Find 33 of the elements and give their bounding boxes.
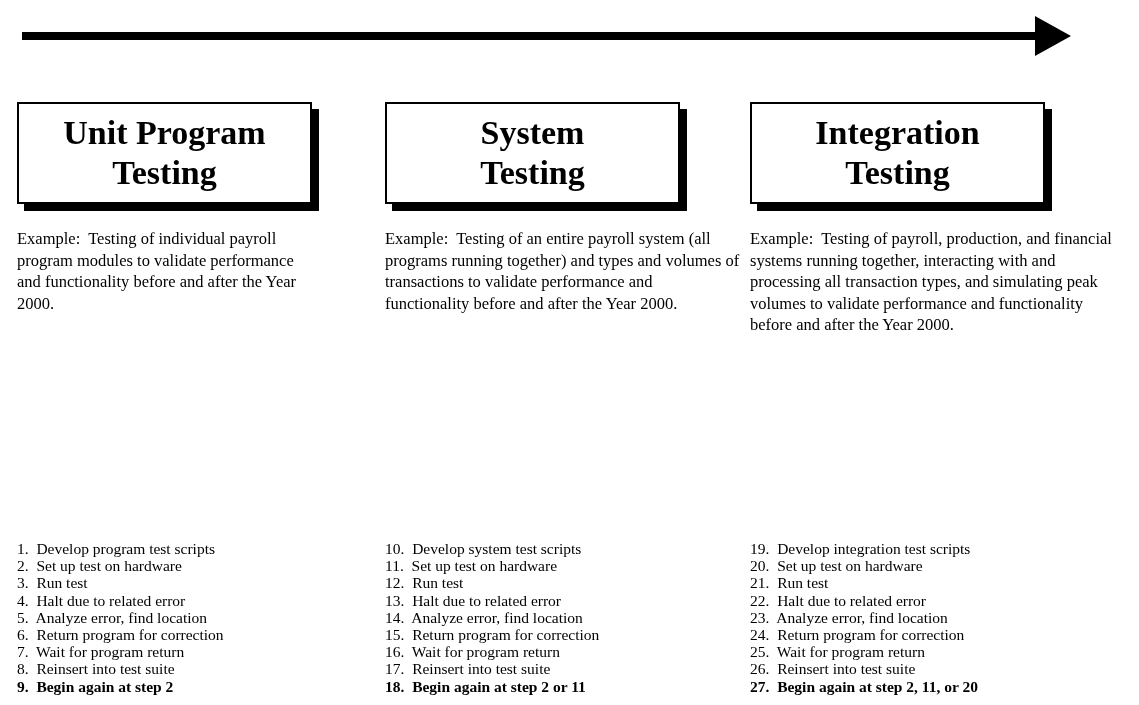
step-text: 7. Wait for program return: [17, 643, 185, 661]
step-text: 15. Return program for correction: [385, 626, 600, 643]
step-text: 16. Wait for program return: [385, 643, 560, 661]
step-text: 14. Analyze error, find location: [385, 608, 583, 626]
step-text: 4. Halt due to related error: [17, 591, 186, 609]
step-text: 6. Return program for correction: [17, 626, 224, 643]
step-text: 9. Begin again at step 2: [17, 677, 174, 695]
step-text: 18. Begin again at step 2 or 11: [385, 677, 586, 695]
step-text: 10. Develop system test scripts: [385, 540, 582, 557]
step-text: 1. Develop program test scripts: [17, 540, 215, 557]
step-text: 25. Wait for program return: [750, 643, 925, 661]
step-text: 12. Run test: [385, 574, 464, 592]
step-text: 19. Develop integration test scripts: [750, 540, 971, 557]
step-text: 5. Analyze error, find location: [17, 608, 208, 626]
step-text: 26. Reinsert into test suite: [750, 660, 916, 678]
example-description: Example: Testing of payroll, production, and financial systems running together, interacting with and processing all transaction types, and simulating peak volumes to validate performance and functionality before and after the Year 2000.: [750, 228, 1113, 336]
step-text: 3. Run test: [17, 574, 88, 592]
step-text: 13. Halt due to related error: [385, 591, 562, 609]
step-text: 24. Return program for correction: [750, 626, 965, 643]
example-description: Example: Testing of individual payroll program modules to validate performance and functionality before and after the Year 2000.: [17, 228, 298, 314]
example-description: Example: Testing of an entire payroll system (all programs running together) and types and volumes of transactions to validate performance and functionality before and after the Year 2000.: [385, 228, 740, 314]
stage-title: Unit Program Testing: [62, 113, 267, 193]
stage-title: Integration Testing: [814, 113, 981, 193]
step-text: 21. Run test: [750, 574, 829, 592]
step-text: 2. Set up test on hardware: [17, 557, 182, 575]
stage-title: System Testing: [479, 113, 586, 193]
step-text: 17. Reinsert into test suite: [385, 660, 551, 678]
step-text: 27. Begin again at step 2, 11, or 20: [750, 677, 978, 695]
step-text: 22. Halt due to related error: [750, 591, 927, 609]
step-text: 20. Set up test on hardware: [750, 557, 923, 575]
step-text: 23. Analyze error, find location: [750, 608, 948, 626]
step-text: 8. Reinsert into test suite: [17, 660, 175, 678]
step-text: 11. Set up test on hardware: [385, 557, 558, 575]
